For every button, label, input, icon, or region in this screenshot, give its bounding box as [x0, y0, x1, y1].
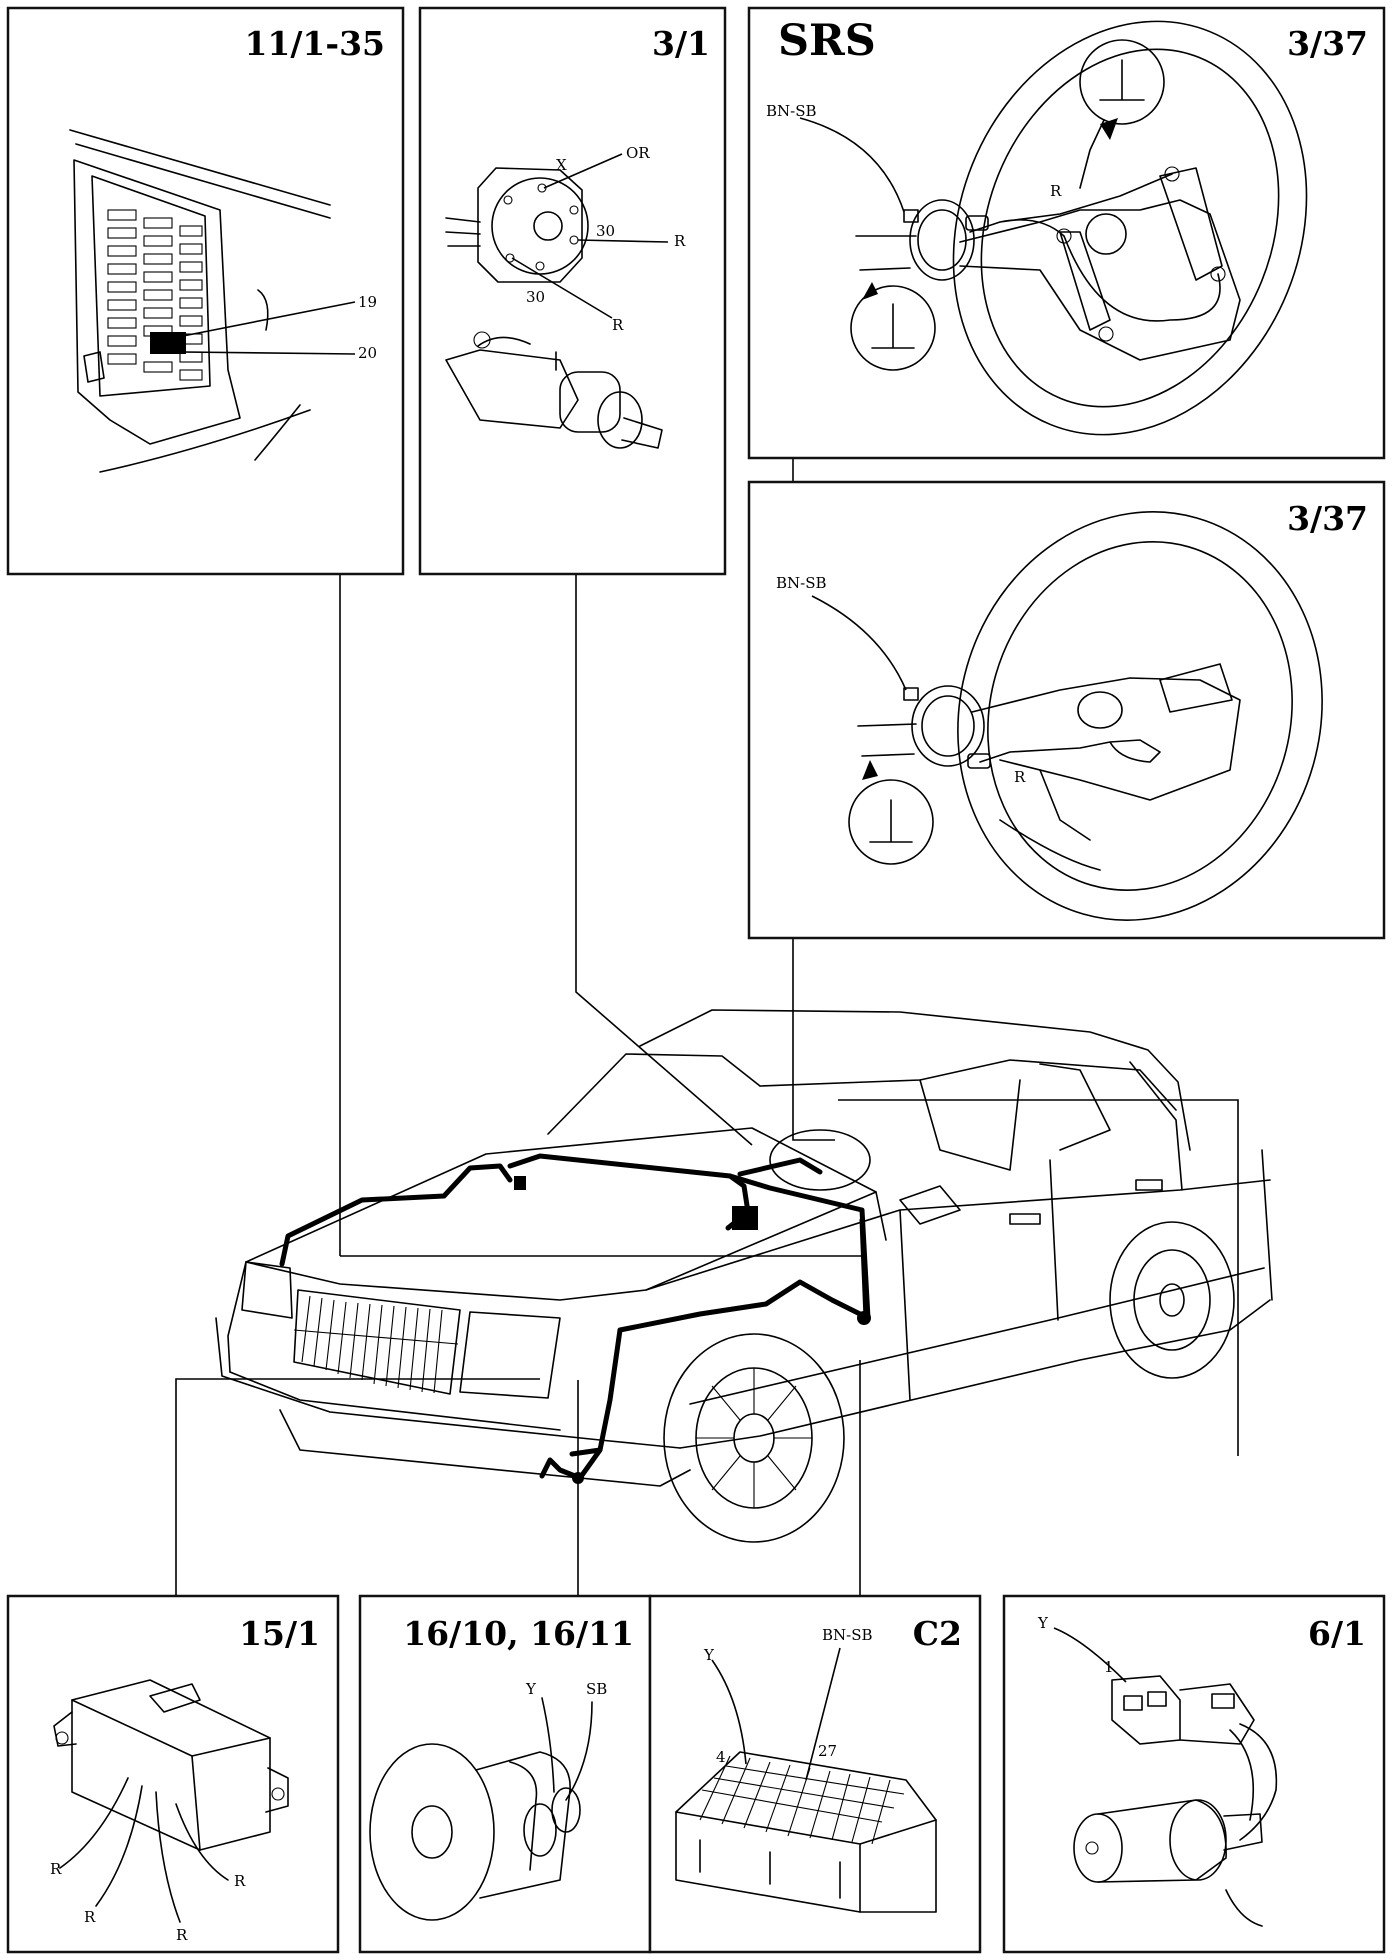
panel-ref: 3/1	[652, 24, 710, 63]
wire-label-y: Y	[525, 1680, 537, 1698]
callout-r-a: R	[674, 232, 686, 250]
panel-frame	[747, 6, 1386, 460]
pin-label-27: 27	[818, 1742, 837, 1760]
panel-ref: 3/37	[1287, 24, 1368, 63]
panel-frame	[6, 6, 405, 576]
fuse-box-drawing	[69, 129, 331, 473]
callout-line-bn-sb	[811, 595, 907, 691]
callout-line-r1	[577, 239, 669, 243]
wire-label-y: Y	[1037, 1614, 1049, 1632]
panel-frame	[1002, 1594, 1386, 1954]
connector-drawing	[675, 1647, 937, 1913]
panel-ref: 3/37	[1287, 499, 1368, 538]
callout-line-20	[181, 351, 356, 355]
callout-bn-sb: BN-SB	[776, 574, 827, 592]
steering-wheel-drawing	[848, 511, 1323, 921]
wire-label-r4: R	[234, 1872, 246, 1890]
panel-ref: 16/10, 16/11	[403, 1614, 634, 1653]
callout-30a: 30	[596, 222, 615, 240]
leader-lines	[175, 458, 1239, 1596]
panel-ref: 6/1	[1308, 1614, 1366, 1653]
wire-label-y: Y	[703, 1646, 715, 1664]
callout-line-19	[177, 301, 356, 338]
panel-control-unit: 15/1 R R R R	[6, 1594, 340, 1954]
panel-steering-wheel: 3/37 BN-SB R	[747, 480, 1386, 940]
panel-ref: 11/1-35	[244, 24, 385, 63]
leader-wheel	[792, 938, 835, 1141]
motor-drawing	[1053, 1627, 1278, 1927]
leader-motor	[838, 1099, 1239, 1456]
panel-ignition-switch: 3/1 X OR 30 R 30 R	[418, 6, 727, 576]
panel-frame	[418, 6, 727, 576]
pin-label-4: 4	[716, 1748, 726, 1766]
callout-x: X	[556, 156, 567, 174]
callout-r: R	[1014, 768, 1026, 786]
leader-ignition	[575, 572, 753, 1146]
panel-srs-steering-wheel: SRS 3/37 BN-SB R	[747, 6, 1386, 460]
pin-label-1: 1	[1104, 1658, 1114, 1676]
panel-motor: 6/1 Y 1	[1002, 1594, 1386, 1954]
callout-r: R	[1050, 182, 1062, 200]
callout-19: 19	[358, 293, 377, 311]
panel-frame	[6, 1594, 340, 1954]
wire-label-r1: R	[50, 1860, 62, 1878]
panel-horn: 16/10, 16/11 Y SB	[358, 1594, 652, 1954]
callout-line-bn-sb	[799, 117, 905, 213]
panel-ref: 15/1	[239, 1614, 320, 1653]
wire-label-r2: R	[84, 1908, 96, 1926]
horn-drawing	[369, 1697, 593, 1921]
panel-frame	[747, 480, 1386, 940]
car-drawing	[215, 1009, 1273, 1543]
panel-connector-c2: C2 Y BN-SB 4 27	[648, 1594, 982, 1954]
wire-label-sb: SB	[586, 1680, 607, 1698]
callout-r-b: R	[612, 316, 624, 334]
callout-line-or	[543, 153, 623, 189]
panel-fuse-box: 11/1-35 19 20	[6, 6, 405, 576]
wire-label-bn-sb: BN-SB	[822, 1626, 873, 1644]
leader-control-unit	[175, 1378, 540, 1596]
panel-frame	[648, 1594, 982, 1954]
control-unit-drawing	[53, 1679, 289, 1923]
callout-or: OR	[626, 144, 650, 162]
highlighted-fuse	[150, 332, 186, 354]
callout-30b: 30	[526, 288, 545, 306]
srs-title: SRS	[778, 16, 876, 66]
callout-bn-sb: BN-SB	[766, 102, 817, 120]
wire-label-r3: R	[176, 1926, 188, 1944]
callout-20: 20	[358, 344, 377, 362]
panel-ref: C2	[913, 1614, 962, 1653]
callout-line-r2	[511, 257, 613, 319]
steering-wheel-drawing	[850, 20, 1308, 436]
